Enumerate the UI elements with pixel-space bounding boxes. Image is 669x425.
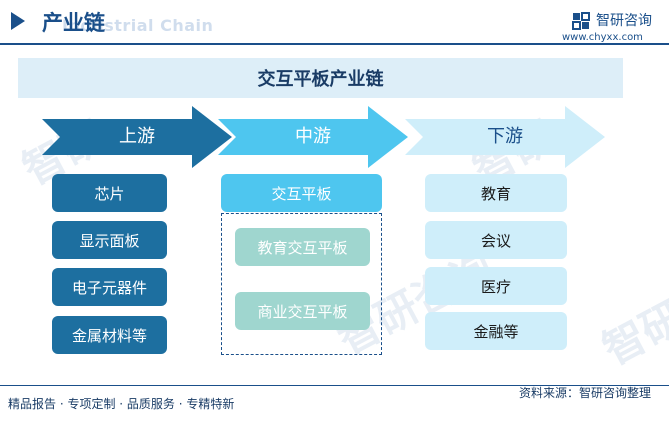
footer-slogan: 精品报告 · 专项定制 · 品质服务 · 专精特新 xyxy=(8,397,235,411)
watermark: 智研 xyxy=(594,291,669,375)
downstream-item: 金融等 xyxy=(425,312,567,350)
header-marker-icon xyxy=(11,12,25,30)
downstream-arrow: 下游 xyxy=(405,106,605,168)
upstream-item: 金属材料等 xyxy=(52,316,167,354)
upstream-label: 上游 xyxy=(119,126,155,147)
midstream-label: 中游 xyxy=(295,126,331,147)
midstream-group xyxy=(221,213,382,355)
footer-divider xyxy=(0,385,669,386)
diagram-title: 交互平板产业链 xyxy=(18,58,623,98)
page-title: 产业链 xyxy=(42,11,105,35)
midstream-arrow: 中游 xyxy=(218,106,408,168)
upstream-item: 显示面板 xyxy=(52,221,167,259)
downstream-item: 医疗 xyxy=(425,267,567,305)
midstream-main-item: 交互平板 xyxy=(221,174,382,212)
midstream-sub-item: 商业交互平板 xyxy=(235,292,370,330)
downstream-label: 下游 xyxy=(487,126,523,147)
header-divider xyxy=(0,43,669,45)
brand-logo-icon xyxy=(572,12,590,30)
upstream-item: 芯片 xyxy=(52,174,167,212)
downstream-item: 教育 xyxy=(425,174,567,212)
source-note: 资料来源：智研咨询整理 xyxy=(518,386,651,400)
brand-url: www.chyxx.com xyxy=(562,32,643,43)
brand-name: 智研咨询 xyxy=(596,13,652,29)
upstream-item: 电子元器件 xyxy=(52,268,167,306)
upstream-arrow: 上游 xyxy=(42,106,232,168)
midstream-sub-item: 教育交互平板 xyxy=(235,228,370,266)
header-subtitle-watermark: Industrial Chain xyxy=(62,16,214,35)
downstream-item: 会议 xyxy=(425,221,567,259)
